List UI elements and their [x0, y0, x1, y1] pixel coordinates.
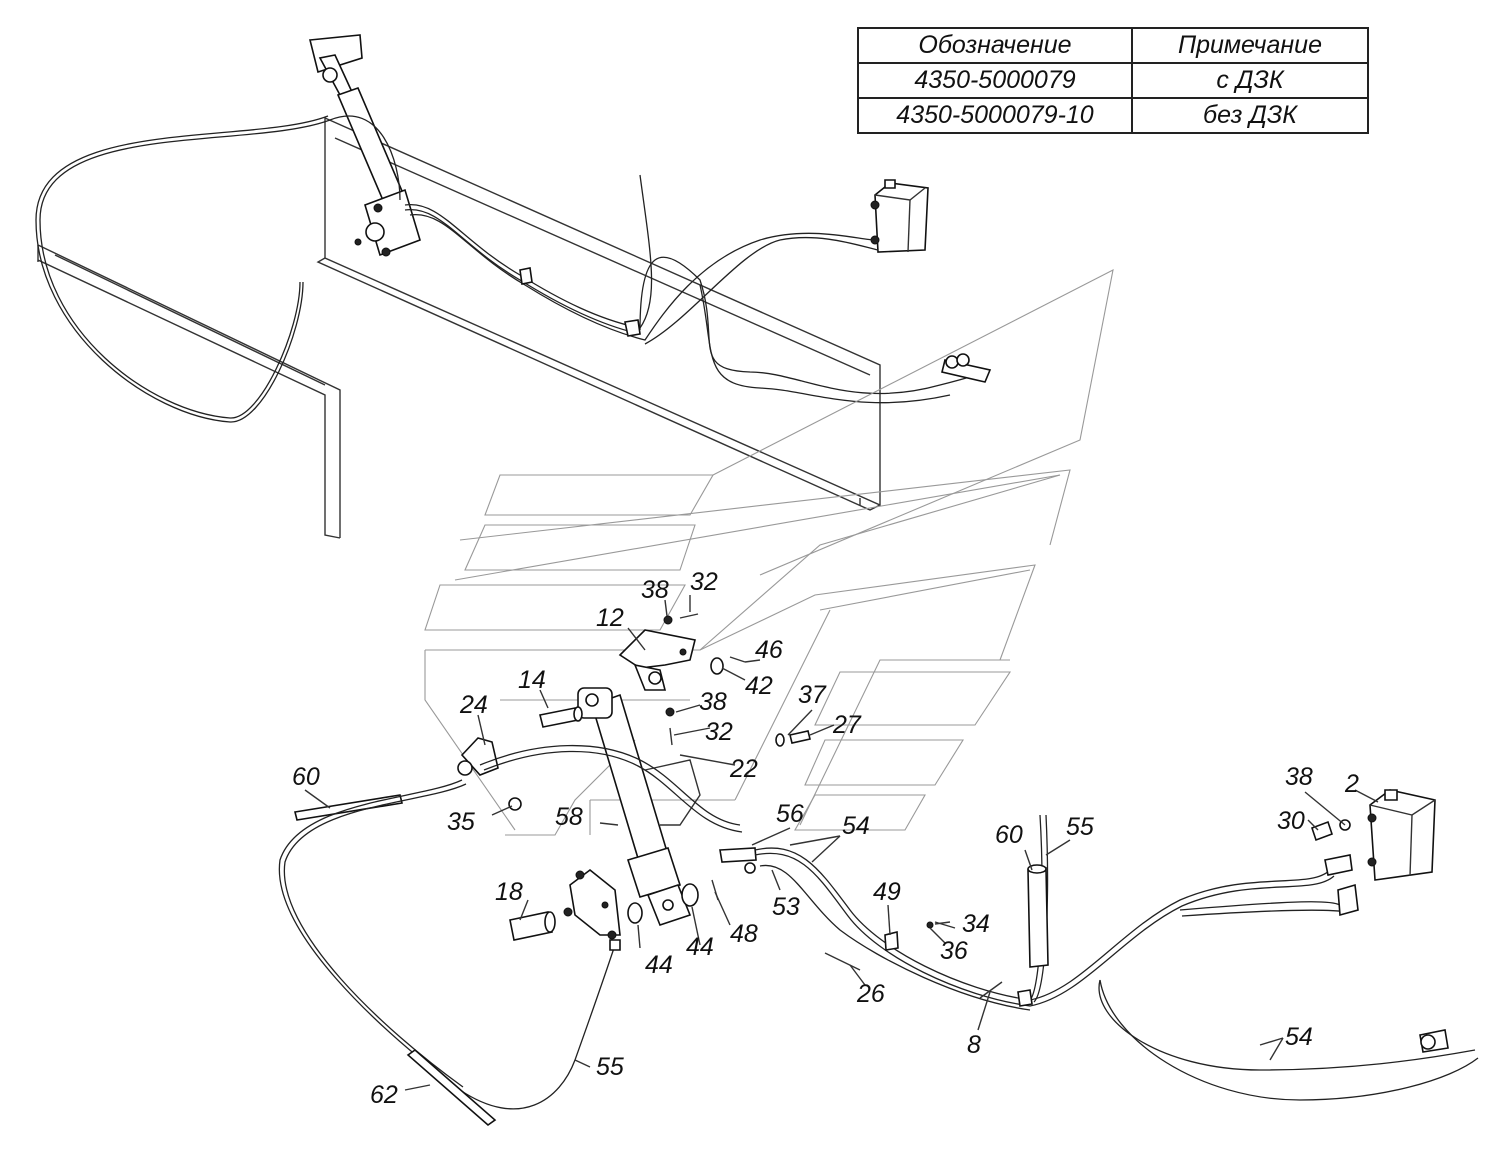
washers-44: [627, 879, 719, 924]
callout: 42: [745, 672, 773, 700]
lower-pump-2: [1310, 789, 1436, 881]
callout: 8: [967, 1031, 981, 1059]
table-row: 4350-5000079 с ДЗК: [857, 62, 1369, 99]
cylinder-58: [577, 687, 701, 926]
callout: 54: [842, 812, 870, 840]
callout: 60: [995, 821, 1023, 849]
callout: 30: [1277, 807, 1305, 835]
callout: 36: [940, 937, 968, 965]
small-fasteners: [508, 656, 951, 971]
callout: 2: [1344, 770, 1359, 798]
callout: 12: [596, 604, 624, 632]
rod-60-left: [294, 794, 403, 821]
leader-lines: [304, 595, 1379, 1091]
callout: 26: [856, 980, 885, 1008]
upper-hoses: [35, 115, 992, 423]
bolt-32-upper: [663, 613, 699, 625]
callout: 55: [596, 1053, 624, 1081]
callout: 35: [447, 808, 475, 836]
callout: 46: [755, 636, 783, 664]
callout: 38: [1285, 763, 1313, 791]
cab-rear-panel: [316, 116, 881, 511]
cell-designation: 4350-5000079-10: [857, 97, 1133, 134]
callout: 38: [699, 688, 727, 716]
callout: 48: [730, 920, 758, 948]
tube-60-right: [1027, 864, 1049, 968]
callout: 34: [962, 910, 990, 938]
lever-18: [509, 868, 621, 951]
variant-table: Обозначение Примечание 4350-5000079 с ДЗ…: [857, 27, 1369, 134]
callout: 44: [686, 933, 714, 961]
callout: 58: [555, 803, 583, 831]
callout: 56: [776, 800, 804, 828]
exploded-panel-outlines: [424, 268, 1114, 836]
callout: 18: [495, 878, 523, 906]
callout: 44: [645, 951, 673, 979]
pivot-bracket-12: [618, 629, 696, 691]
callout: 24: [459, 691, 488, 719]
callout: 62: [370, 1081, 398, 1109]
callout: 14: [518, 666, 546, 694]
cell-designation: 4350-5000079: [857, 62, 1133, 99]
cell-note: без ДЗК: [1131, 97, 1369, 134]
callout: 54: [1285, 1023, 1313, 1051]
tube-62: [406, 1048, 497, 1127]
callout: 60: [292, 763, 320, 791]
lower-left-hoses: [278, 744, 743, 1110]
cell-note: с ДЗК: [1131, 62, 1369, 99]
callout: 38: [641, 576, 669, 604]
callout: 53: [772, 893, 800, 921]
callout: 27: [832, 711, 862, 739]
callout: 32: [690, 568, 718, 596]
pin-14: [539, 706, 583, 728]
upper-lift-cylinder: [308, 34, 421, 257]
callout: 37: [798, 681, 827, 709]
callout: 32: [705, 718, 733, 746]
callout: 55: [1066, 813, 1094, 841]
cab-side-channel: [37, 244, 341, 539]
header-note: Примечание: [1131, 27, 1369, 64]
callout: 49: [873, 878, 901, 906]
header-designation: Обозначение: [857, 27, 1133, 64]
bracket-24: [457, 737, 499, 776]
table-row: 4350-5000079-10 без ДЗК: [857, 97, 1369, 134]
callout: 22: [729, 755, 758, 783]
callout-labels: 2 8 12 14 18 22 24 26 27 30 32 32 34 35 …: [292, 568, 1359, 1109]
table-header-row: Обозначение Примечание: [857, 27, 1369, 64]
upper-pump-unit: [870, 179, 929, 253]
